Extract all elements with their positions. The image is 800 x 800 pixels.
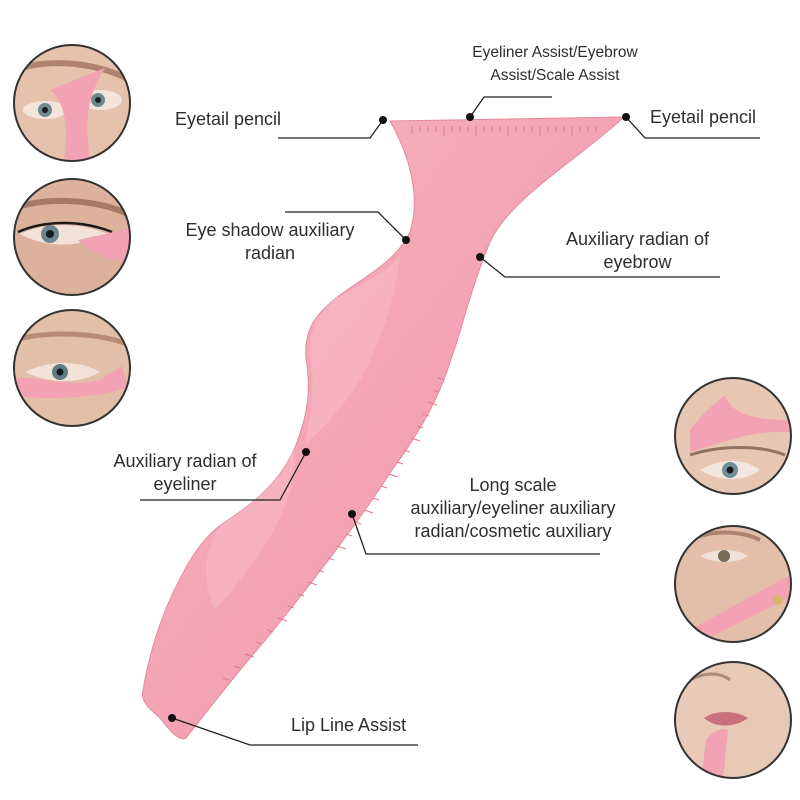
callout-eyeliner-line2: eyeliner bbox=[153, 474, 217, 494]
callout-eye-shadow-line1: Eye shadow auxiliary bbox=[185, 220, 355, 240]
photo-lips-6 bbox=[674, 661, 792, 779]
callout-eyebrow-line1: Auxiliary radian of bbox=[565, 229, 710, 249]
callout-eyeliner-line1: Auxiliary radian of bbox=[113, 451, 257, 471]
photo-eye-3 bbox=[13, 309, 131, 427]
stencil-tool bbox=[141, 116, 626, 740]
callout-long-scale-line3: radian/cosmetic auxiliary bbox=[414, 521, 612, 541]
photo-eye-4 bbox=[674, 377, 792, 495]
callout-long-scale-line1: Long scale bbox=[469, 475, 557, 495]
callout-eyebrow-line2: eyebrow bbox=[603, 252, 672, 272]
callout-eyeliner-assist-line1: Eyeliner Assist/Eyebrow bbox=[472, 44, 638, 61]
leader-dots bbox=[168, 113, 630, 722]
photo-eye-1 bbox=[13, 44, 131, 162]
callout-lip-line: Lip Line Assist bbox=[291, 715, 407, 735]
callout-long-scale-line2: auxiliary/eyeliner auxiliary bbox=[410, 498, 616, 518]
callout-eyebrow: Auxiliary radian of eyebrow bbox=[545, 228, 730, 274]
photo-eye-2 bbox=[13, 178, 131, 296]
callout-eyetail-left: Eyetail pencil bbox=[175, 109, 282, 129]
callout-eye-shadow-line2: radian bbox=[244, 243, 296, 263]
top-ruler-ticks bbox=[411, 126, 597, 136]
callout-eyeliner-assist-line2: Assist/Scale Assist bbox=[490, 67, 620, 84]
photo-face-5 bbox=[674, 525, 792, 643]
callout-eyeliner-assist: Eyeliner Assist/Eyebrow Assist/Scale Ass… bbox=[455, 41, 655, 87]
callout-long-scale: Long scale auxiliary/eyeliner auxiliary … bbox=[388, 474, 638, 543]
callout-eyeliner: Auxiliary radian of eyeliner bbox=[95, 450, 275, 496]
long-ruler-ticks bbox=[222, 377, 445, 681]
leader-lines bbox=[140, 96, 760, 746]
callout-eyetail-right: Eyetail pencil bbox=[650, 107, 757, 127]
callout-eye-shadow: Eye shadow auxiliary radian bbox=[166, 219, 374, 265]
